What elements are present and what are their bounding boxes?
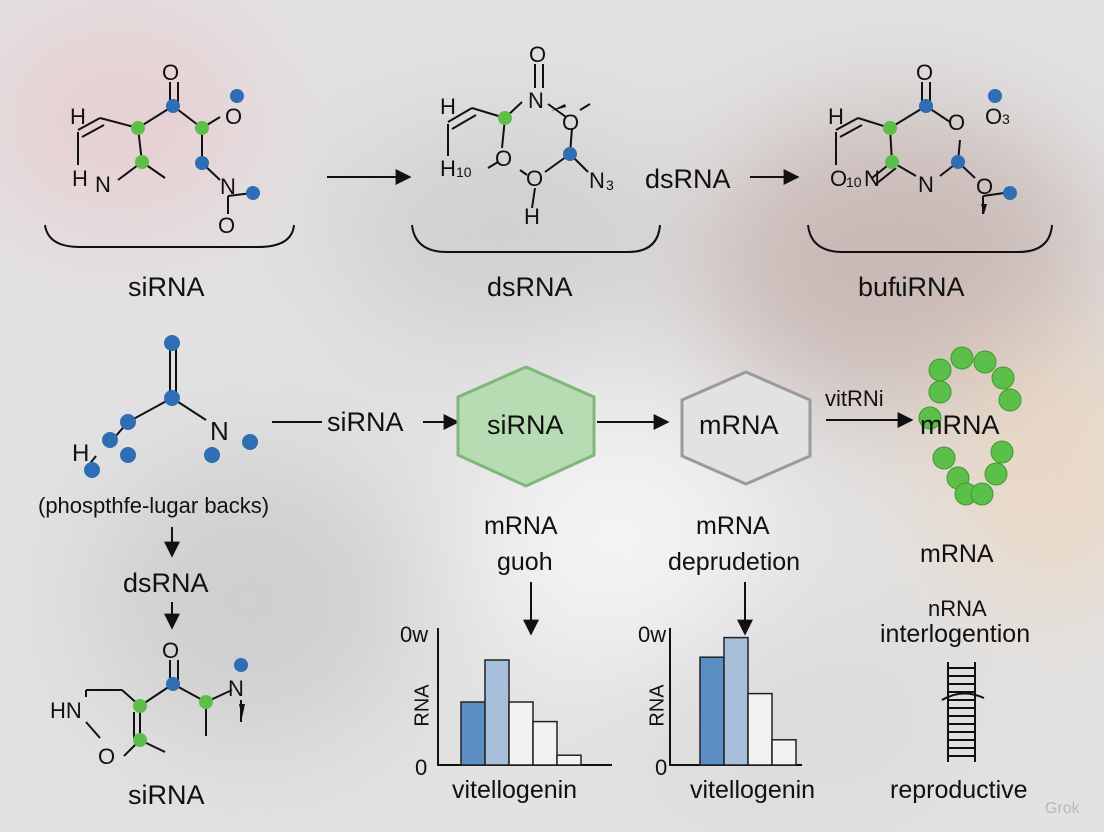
mid-arrow-label: siRNA: [327, 407, 404, 437]
mol2-atom-o-bottom: O: [526, 166, 544, 191]
backbone-atom-h: H: [72, 440, 90, 467]
chart1-xlabel: vitellogenin: [452, 776, 578, 804]
mid-arrow-3-label: vitRNi: [825, 386, 884, 411]
mol1-atom-o-top: O: [162, 60, 180, 85]
mol3-atom-o3: O: [985, 104, 1003, 129]
chart2-ylabel: RNA: [646, 684, 669, 727]
chart2-y-tick-top: 0w: [638, 622, 667, 647]
mol2-n-subscript: 3: [606, 177, 614, 193]
mol3-atom-o-right: O: [948, 110, 966, 135]
mol2-atom-h-left: H: [440, 156, 456, 181]
mol4-label: siRNA: [128, 780, 205, 810]
mol3-atom-o-top: O: [916, 60, 934, 85]
watermark: Grok: [1045, 800, 1080, 817]
mol2-atom-o-top: O: [529, 42, 547, 67]
mol4-atom-o-top: O: [162, 638, 180, 663]
atom-spheres: [84, 89, 1017, 747]
backbone-atom-n: N: [210, 416, 229, 446]
mol2-atom-n-top: N: [528, 88, 544, 113]
mol2-atom-h-top: H: [440, 94, 456, 119]
chart1-ylabel: RNA: [411, 684, 434, 727]
mol1-atom-h-top: H: [70, 104, 86, 129]
mol1-atom-o-bottom: O: [218, 213, 236, 238]
right-label-line2: interlogention: [880, 620, 1031, 648]
mol3-atom-h-top: H: [828, 104, 844, 129]
wedge-bond-1: [551, 104, 566, 111]
ring-label: mRNA: [920, 410, 1000, 440]
chart1-y-tick-bottom: 0: [415, 755, 428, 780]
mol2-atom-n-right: N: [589, 168, 605, 193]
hexagon-sirna: [456, 365, 596, 488]
hexagon-mrna-label: mRNA: [699, 410, 779, 440]
chart2-xlabel: vitellogenin: [690, 776, 816, 804]
hexagon-mrna: [680, 370, 812, 486]
chart2-bars: [699, 636, 797, 766]
chart1-bar-5: [556, 754, 582, 766]
mol2-h-subscript: 10: [456, 164, 472, 180]
right-label-reproductive: reproductive: [890, 776, 1028, 804]
mol1-atom-n-right: N: [220, 174, 236, 199]
wedge-bond-3: [239, 704, 245, 718]
chart1-bars: [460, 659, 582, 766]
mol2-atom-o-right: O: [562, 110, 580, 135]
chart2-bar-2: [723, 636, 749, 766]
chart2-bar-1: [699, 656, 725, 766]
left-step-label: dsRNA: [123, 568, 209, 598]
top-arrow-2-label: dsRNA: [645, 164, 731, 194]
mol2-label: dsRNA: [487, 272, 573, 302]
mol4-atom-n: N: [228, 676, 244, 701]
mol3-atom-h-left: O: [830, 166, 848, 191]
mol1-atom-n-left: N: [95, 172, 111, 197]
chart1-bar-4: [532, 720, 558, 766]
ladder-icon: [941, 662, 985, 762]
mol2-atom-h-bottom: H: [524, 204, 540, 229]
mol3-atom-o-left: N: [864, 166, 880, 191]
backbone-label: (phospthfe-lugar backs): [38, 493, 270, 518]
molecule-2-bonds: [411, 64, 661, 253]
mol1-label: siRNA: [128, 272, 205, 302]
mol3-label: bufɩiRNA: [858, 272, 965, 302]
chart2-y-tick-bottom: 0: [655, 755, 668, 780]
mol3-atom-n-mid: N: [918, 172, 934, 197]
mrna-bead-ring: [918, 346, 1022, 506]
mol1-atom-o-right: O: [225, 104, 243, 129]
chart1-caption-line1: mRNA: [484, 512, 558, 540]
molecule-4-bonds: [85, 660, 242, 757]
chart2-bar-4: [771, 739, 797, 766]
chart1-bar-2: [484, 659, 510, 766]
hexagon-sirna-label: siRNA: [487, 410, 564, 440]
mol4-atom-o-bottom: O: [98, 744, 116, 769]
right-label-line1: nRNA: [928, 596, 987, 621]
right-label-mrna: mRNA: [920, 540, 994, 568]
chart2-caption-line2: deprudetion: [668, 548, 801, 576]
chart1-caption-line2: guoh: [497, 548, 553, 576]
chart1-bar-1: [460, 701, 486, 766]
chart1-bar-3: [508, 701, 534, 766]
mol3-o-subscript: 3: [1002, 111, 1010, 127]
chart2-bar-3: [747, 692, 773, 766]
mol4-atom-hn: HN: [50, 698, 82, 723]
mol3-atom-n-right: O: [976, 174, 994, 199]
backbone-bonds: [87, 348, 207, 467]
mol1-atom-h-left: H: [72, 166, 88, 191]
chart2-caption-line1: mRNA: [696, 512, 770, 540]
mol3-h-subscript: 10: [846, 174, 862, 190]
wedge-bond-2: [981, 204, 987, 214]
mol2-atom-o-mid: O: [495, 146, 513, 171]
chart1-y-tick-top: 0w: [400, 622, 429, 647]
